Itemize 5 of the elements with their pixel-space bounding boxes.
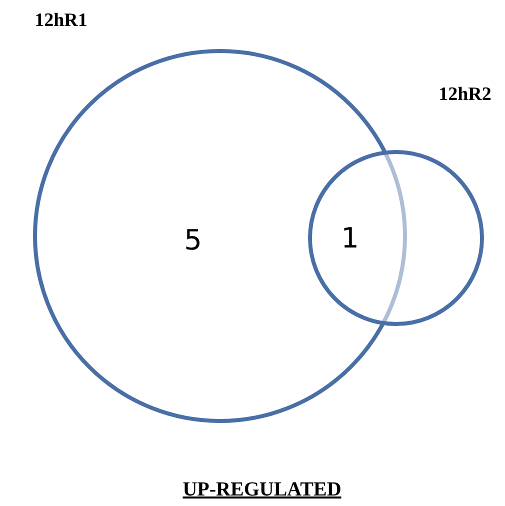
caption: UP-REGULATED <box>182 478 342 502</box>
count-label: 5 <box>184 224 202 256</box>
set-label: 12hR2 <box>438 84 492 106</box>
count-label: 1 <box>341 222 359 254</box>
set-label: 12hR1 <box>34 10 88 32</box>
